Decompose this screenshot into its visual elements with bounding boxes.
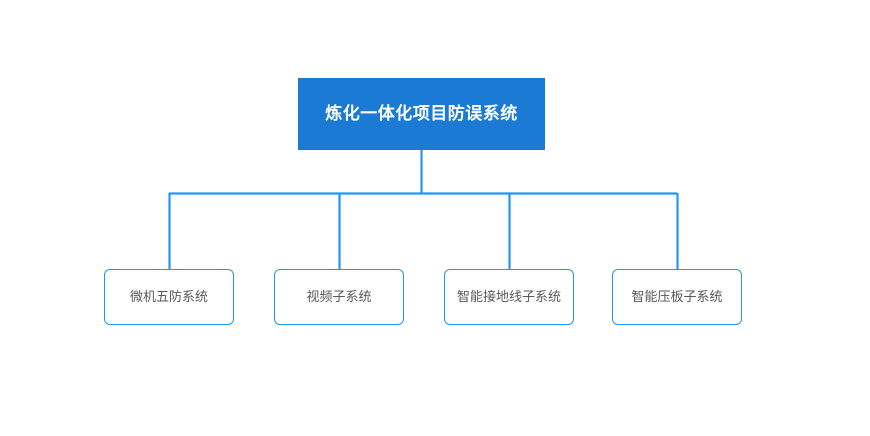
- child-node-2[interactable]: 视频子系统: [274, 269, 404, 325]
- child-node-1-label: 微机五防系统: [129, 289, 208, 305]
- child-node-3-label: 智能接地线子系统: [456, 289, 561, 305]
- child-node-4-label: 智能压板子系统: [631, 289, 723, 305]
- child-node-1[interactable]: 微机五防系统: [104, 269, 234, 325]
- child-node-4[interactable]: 智能压板子系统: [612, 269, 742, 325]
- child-node-3[interactable]: 智能接地线子系统: [444, 269, 574, 325]
- child-node-2-label: 视频子系统: [306, 289, 372, 305]
- root-node-label: 炼化一体化项目防误系统: [325, 103, 518, 123]
- root-node[interactable]: 炼化一体化项目防误系统: [298, 78, 545, 150]
